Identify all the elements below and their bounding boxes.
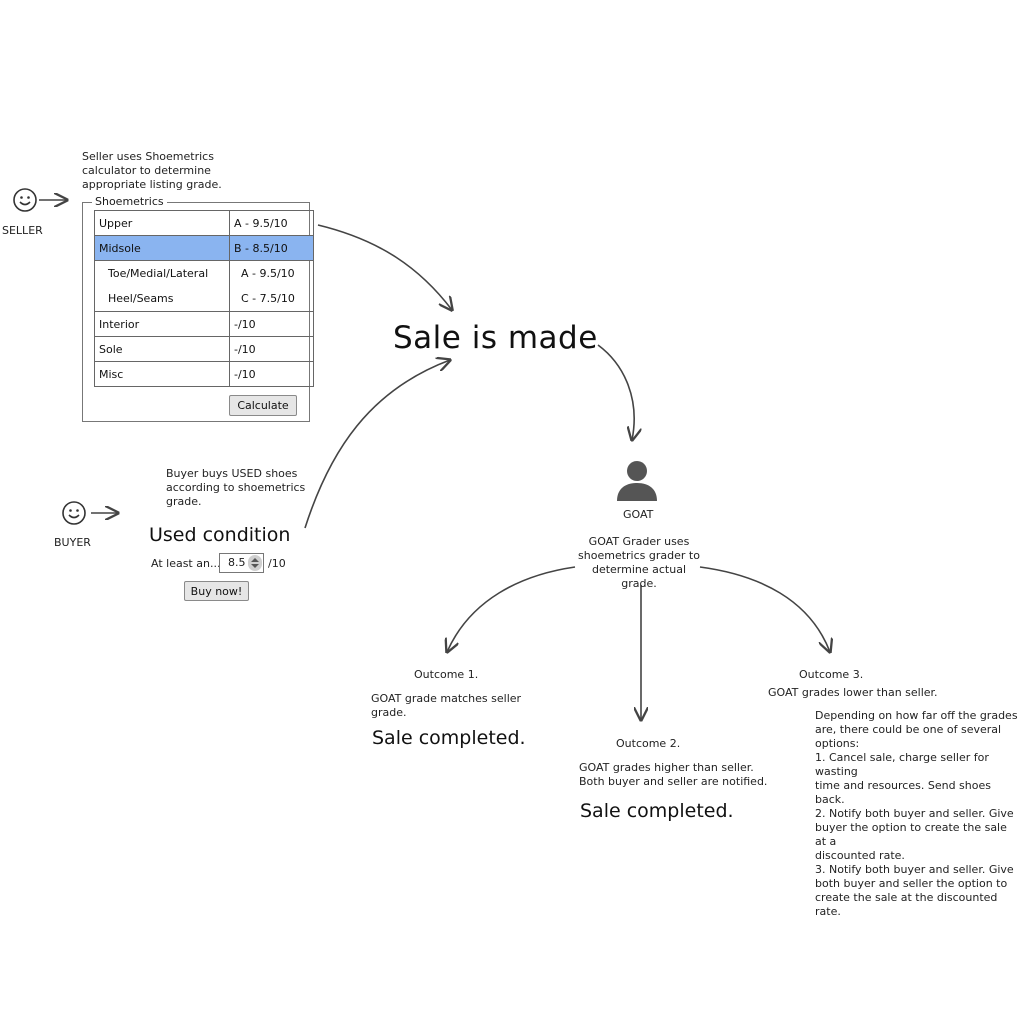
outcome2-result: Sale completed.	[580, 800, 734, 822]
outcome2-heading: Outcome 2.	[616, 737, 681, 750]
outcome3-heading: Outcome 3.	[799, 668, 864, 681]
goat-note: GOAT Grader uses shoemetrics grader to d…	[578, 535, 700, 590]
buy-now-button[interactable]: Buy now!	[184, 581, 249, 601]
spinner-arrows-icon[interactable]	[248, 555, 262, 571]
buyer-label: BUYER	[54, 536, 91, 549]
row-grade: -/10	[229, 311, 314, 337]
table-subrow[interactable]: Heel/Seams C - 7.5/10	[94, 286, 314, 312]
grade-value: 8.5	[228, 556, 246, 569]
shoemetrics-legend: Shoemetrics	[92, 195, 167, 209]
row-name: Toe/Medial/Lateral	[94, 260, 230, 286]
row-name: Upper	[94, 210, 230, 236]
used-condition-title: Used condition	[149, 524, 291, 546]
row-grade: A - 9.5/10	[229, 260, 314, 286]
table-row[interactable]: Sole -/10	[94, 336, 314, 362]
outcome1-heading: Outcome 1.	[414, 668, 479, 681]
buyer-icon	[61, 500, 87, 530]
row-name: Sole	[94, 336, 230, 362]
arrow-panel-to-sale	[317, 224, 452, 310]
outcome2-text: GOAT grades higher than seller. Both buy…	[579, 761, 768, 788]
table-row[interactable]: Interior -/10	[94, 311, 314, 337]
row-grade: -/10	[229, 336, 314, 362]
row-name: Heel/Seams	[94, 286, 230, 312]
outcome1-text: GOAT grade matches seller grade.	[371, 692, 522, 719]
arrow-buyer-to-sale	[304, 360, 450, 529]
outcome3-text: Depending on how far off the grades are,…	[815, 709, 1018, 918]
table-subrow[interactable]: Toe/Medial/Lateral A - 9.5/10	[94, 260, 314, 286]
row-name: Interior	[94, 311, 230, 337]
row-grade: C - 7.5/10	[229, 286, 314, 312]
row-grade: -/10	[229, 361, 314, 387]
person-silhouette-icon	[615, 458, 659, 506]
outcome3-subheading: GOAT grades lower than seller.	[768, 686, 938, 699]
seller-note: Seller uses Shoemetrics calculator to de…	[82, 150, 222, 191]
row-name: Misc	[94, 361, 230, 387]
outcome1-result: Sale completed.	[372, 727, 526, 749]
table-row[interactable]: Misc -/10	[94, 361, 314, 387]
seller-icon	[12, 187, 38, 217]
row-grade: A - 9.5/10	[229, 210, 314, 236]
seller-label: SELLER	[2, 224, 43, 237]
shoemetrics-table: Upper A - 9.5/10 Midsole B - 8.5/10 Toe/…	[94, 210, 314, 387]
grade-suffix: /10	[268, 557, 286, 570]
goat-label: GOAT	[623, 508, 654, 521]
grade-stepper[interactable]: 8.5	[219, 553, 264, 573]
at-least-label: At least an...	[151, 557, 221, 570]
arrow-goat-to-outcome3	[699, 566, 830, 652]
arrow-sale-to-goat	[597, 344, 634, 440]
row-grade: B - 8.5/10	[229, 235, 314, 261]
table-row-selected[interactable]: Midsole B - 8.5/10	[94, 235, 314, 261]
arrow-goat-to-outcome1	[447, 566, 576, 652]
buyer-note: Buyer buys USED shoes according to shoem…	[166, 467, 306, 508]
row-name: Midsole	[94, 235, 230, 261]
sale-is-made-title: Sale is made	[393, 320, 598, 356]
calculate-button[interactable]: Calculate	[229, 395, 297, 416]
table-row[interactable]: Upper A - 9.5/10	[94, 210, 314, 236]
